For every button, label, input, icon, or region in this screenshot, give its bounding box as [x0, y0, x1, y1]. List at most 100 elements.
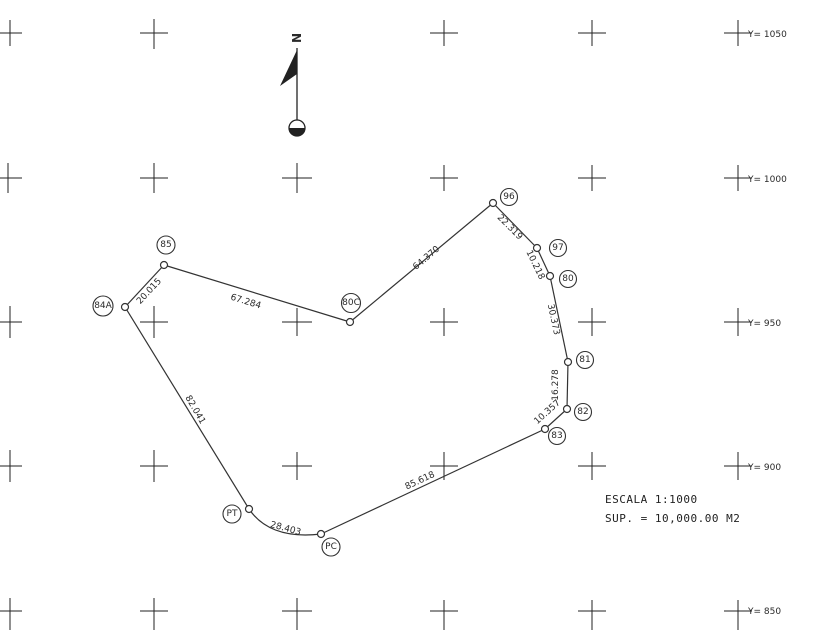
segment-length-label: 10.218	[523, 249, 546, 282]
boundary-segment	[492, 202, 538, 249]
vertex-marker	[562, 404, 572, 414]
vertex-labels: 96 97 80 81 82 83 PC PT 84A 85 80C	[92, 187, 595, 557]
vertex-markers	[120, 198, 573, 539]
svg-text:PT: PT	[227, 509, 238, 519]
grid-cross	[578, 20, 606, 46]
svg-text:PC: PC	[325, 542, 337, 552]
y-tick-label: Y= 900	[747, 463, 781, 473]
boundary-segment	[536, 247, 551, 277]
segment-length-label: 67.284	[229, 293, 262, 312]
vertex-marker	[159, 260, 169, 270]
boundary-lines	[124, 202, 569, 536]
grid-cross	[0, 163, 22, 193]
segment-length-label: 85.618	[404, 470, 437, 492]
y-coordinate-labels: Y= 1050 Y= 1000 Y= 950 Y= 900 Y= 850	[747, 30, 787, 617]
boundary-segment	[549, 275, 569, 363]
scale-note: ESCALA 1:1000	[605, 493, 698, 506]
boundary-segment	[544, 408, 568, 430]
grid-cross	[140, 19, 168, 49]
svg-text:96: 96	[503, 192, 515, 202]
boundary-segment	[163, 264, 351, 323]
vertex-marker	[488, 198, 498, 208]
y-tick-label: Y= 1050	[747, 30, 787, 40]
svg-text:85: 85	[160, 240, 171, 250]
y-tick-label: Y= 950	[747, 319, 781, 329]
segment-lengths: 64.370 22.319 10.218 30.373 16.278 10.35…	[135, 213, 563, 538]
grid-cross	[578, 165, 606, 191]
svg-text:84A: 84A	[94, 301, 112, 311]
boundary-segment	[349, 202, 494, 323]
boundary-segment	[124, 306, 250, 510]
grid-cross	[430, 165, 458, 191]
grid-cross	[578, 308, 606, 336]
north-label: N	[290, 33, 304, 43]
boundary-curve	[248, 508, 322, 536]
segment-length-label: 28.403	[269, 520, 302, 538]
vertex-label: 80C	[340, 292, 362, 314]
svg-text:81: 81	[579, 355, 590, 365]
grid-cross	[282, 598, 312, 630]
segment-length-label: 30.373	[545, 303, 561, 336]
vertex-label: 96	[499, 187, 519, 207]
grid-cross	[578, 452, 606, 480]
vertex-label: PT	[222, 504, 242, 524]
grid-cross	[140, 306, 168, 338]
grid-cross	[0, 450, 22, 482]
vertex-label: 83	[547, 426, 567, 446]
grid-cross	[724, 308, 752, 336]
north-arrow-icon: N	[280, 33, 306, 137]
y-tick-label: Y= 1000	[747, 175, 787, 185]
grid-cross	[724, 165, 752, 191]
svg-text:80C: 80C	[342, 298, 360, 308]
north-arrow-head	[280, 50, 297, 86]
vertex-label: 82	[573, 402, 593, 422]
grid-cross	[578, 600, 606, 630]
segment-length-label: 64.370	[411, 244, 442, 272]
grid-cross	[140, 450, 168, 482]
vertex-marker	[540, 424, 550, 434]
plan-notes: ESCALA 1:1000 SUP. = 10,000.00 M2	[605, 493, 740, 525]
boundary-segment	[566, 361, 569, 410]
svg-text:82: 82	[577, 407, 588, 417]
vertex-label: 81	[575, 350, 595, 370]
vertex-label: 84A	[92, 295, 114, 317]
grid-cross	[282, 308, 312, 336]
grid-cross	[430, 20, 458, 46]
segment-length-label: 16.278	[551, 369, 561, 401]
vertex-label: 85	[156, 235, 176, 255]
segment-length-label: 22.319	[495, 213, 525, 243]
y-tick-label: Y= 850	[747, 607, 781, 617]
grid-cross	[282, 163, 312, 193]
svg-text:97: 97	[552, 243, 563, 253]
grid-cross	[0, 598, 22, 630]
grid-cross	[724, 600, 752, 630]
vertex-marker	[563, 357, 573, 367]
grid-cross	[0, 306, 22, 338]
coordinate-grid	[0, 19, 752, 630]
vertex-marker	[316, 529, 326, 539]
svg-text:80: 80	[562, 274, 574, 284]
vertex-marker	[120, 302, 130, 312]
grid-cross	[724, 20, 752, 46]
grid-cross	[140, 598, 168, 630]
svg-text:83: 83	[551, 431, 562, 441]
segment-length-label: 10.357	[533, 398, 563, 427]
grid-cross	[430, 600, 458, 630]
grid-cross	[724, 452, 752, 480]
boundary-segment	[320, 428, 546, 535]
boundary-segment	[124, 264, 165, 308]
vertex-label: PC	[321, 537, 341, 557]
grid-cross	[0, 20, 22, 46]
vertex-label: 97	[548, 238, 568, 258]
area-note: SUP. = 10,000.00 M2	[605, 512, 740, 525]
grid-cross	[430, 308, 458, 336]
grid-cross	[430, 452, 458, 480]
vertex-marker	[244, 504, 254, 514]
vertex-marker	[532, 243, 542, 253]
grid-cross	[140, 163, 168, 193]
vertex-label: 80	[558, 269, 578, 289]
grid-cross	[282, 452, 312, 480]
vertex-marker	[545, 271, 555, 281]
vertex-marker	[345, 317, 355, 327]
